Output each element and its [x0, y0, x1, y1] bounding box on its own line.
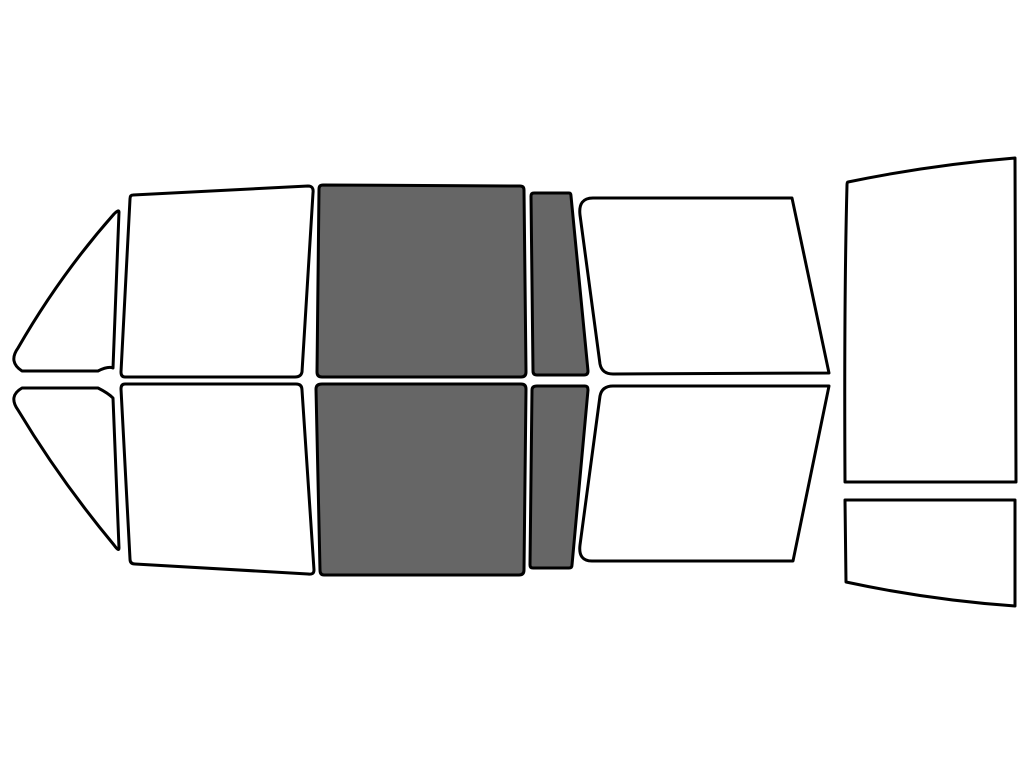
rear-door-window-top[interactable]	[315, 183, 528, 379]
rear-door-window-bottom[interactable]	[314, 382, 528, 577]
front-vent-window-bottom[interactable]	[12, 386, 121, 551]
rear-side-window-top[interactable]	[578, 196, 831, 376]
tailgate-window[interactable]	[843, 498, 1017, 608]
rear-quarter-strip-top[interactable]	[529, 191, 590, 377]
rear-windshield[interactable]	[843, 156, 1018, 484]
rear-side-window-bottom[interactable]	[578, 384, 831, 563]
front-vent-window-top[interactable]	[12, 209, 121, 373]
front-door-window-top[interactable]	[119, 184, 315, 379]
front-door-window-bottom[interactable]	[119, 382, 316, 576]
rear-quarter-strip-bottom[interactable]	[528, 384, 590, 570]
